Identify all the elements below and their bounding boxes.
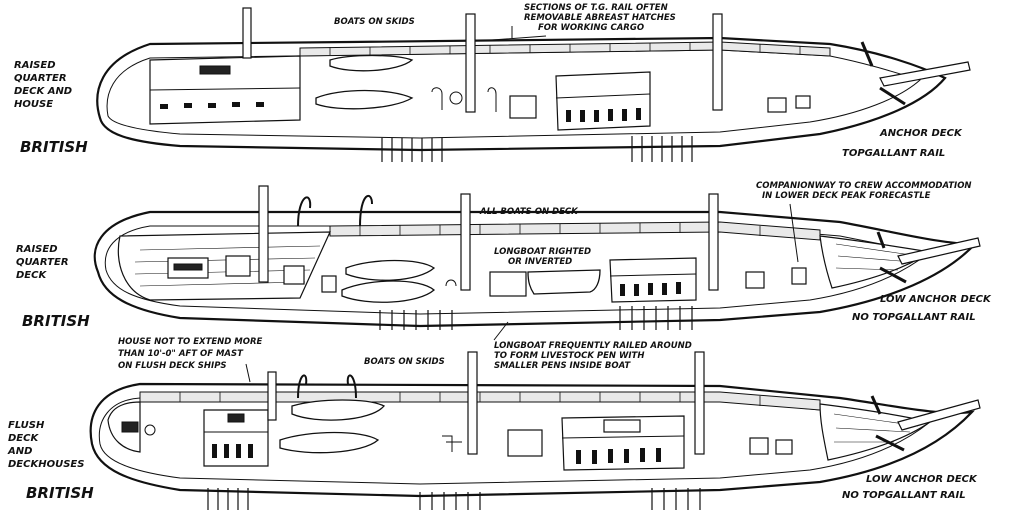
ship-1-hatch	[509, 95, 537, 119]
ship-1-chainplates	[381, 136, 693, 162]
ship-2-deckhouse	[609, 257, 697, 303]
ship-1-main-mast	[465, 13, 476, 113]
ship-1-pump	[431, 87, 443, 110]
ship-2-boat-2	[341, 280, 435, 303]
ship-1-boat-lower	[315, 89, 414, 110]
ship-2-anchor-deck	[819, 235, 932, 289]
ship-1-tg-rail-note: SECTIONS OF T.G. RAIL OFTEN REMOVABLE AB…	[524, 3, 679, 33]
ship-3-mizzen-mast	[267, 371, 277, 421]
ship-3-main-mast	[467, 351, 478, 455]
ship-2-fore-mast	[708, 193, 719, 291]
ship-2-hatch	[489, 271, 527, 297]
ship-3-bow-label: LOW ANCHOR DECK NO TOPGALLANT RAIL	[842, 474, 980, 501]
ship-3-bowsprit	[897, 399, 981, 431]
ship-2-bowsprit	[897, 237, 981, 265]
ship-2-bow-label: LOW ANCHOR DECK NO TOPGALLANT RAIL	[852, 294, 994, 323]
ship-2-quarter-hatch	[283, 265, 305, 285]
ship-2-deckhouse-windows	[620, 282, 681, 296]
ship-3-fore-mast	[694, 351, 705, 455]
ship-1-raised-quarter-deck-and-house: BRITISH RAISED QUARTER DECK AND HOUSE BO…	[14, 3, 971, 162]
ship-3-flush-deck-and-deckhouses: BRITISH FLUSH DECK AND DECKHOUSES BOATS …	[7, 337, 981, 510]
ship-3-house-note: HOUSE NOT TO EXTEND MORE THAN 10'-0" AFT…	[118, 337, 265, 371]
ship-2-main-mast	[460, 193, 471, 291]
ship-1-deck-label: RAISED QUARTER DECK AND HOUSE	[14, 60, 76, 110]
ship-2-deck-label: RAISED QUARTER DECK	[16, 244, 72, 281]
ship-2-mizzen-mast	[258, 185, 269, 283]
ship-3-boat-lower	[279, 431, 380, 454]
ship-3-rail-stanchions	[179, 392, 761, 406]
ship-2-chainplates	[379, 306, 693, 330]
ship-2-longboat-label: LONGBOAT RIGHTED OR INVERTED	[494, 247, 594, 267]
ship-1-house-windows	[160, 102, 264, 109]
ship-2-boat-1	[345, 259, 436, 281]
ship-1-type-label: BRITISH	[20, 138, 88, 156]
ship-2-livestock-note: LONGBOAT FREQUENTLY RAILED AROUND TO FOR…	[494, 341, 695, 371]
ship-3-boat-upper	[291, 399, 386, 421]
ship-3-chainplates	[207, 488, 701, 510]
ship-2-quarter-deck	[117, 231, 331, 301]
ship-1-fore-mast	[712, 13, 723, 111]
ship-1-bow-label: ANCHOR DECK TOPGALLANT RAIL	[842, 128, 965, 159]
ship-2-rail-stanchions	[359, 223, 761, 236]
ship-2-raised-quarter-deck: BRITISH RAISED QUARTER DECK ALL BOATS ON…	[16, 181, 994, 371]
ship-3-hatch	[507, 429, 543, 457]
ship-3-boats-label: BOATS ON SKIDS	[364, 357, 445, 367]
ship-1-rail-stanchions	[329, 43, 801, 55]
ship-3-after-deckhouse-windows	[212, 444, 253, 458]
ship-1-skylight	[199, 65, 231, 75]
ship-1-hull	[96, 36, 947, 152]
ship-1-boat-upper	[329, 54, 414, 72]
ship-1-capstan	[449, 91, 463, 105]
ship-3-deckhouse-windows	[576, 448, 661, 464]
ship-3-type-label: BRITISH	[26, 484, 94, 502]
ship-1-mizzen-mast	[242, 7, 252, 59]
ship-1-boats-label: BOATS ON SKIDS	[334, 17, 415, 27]
ship-2-longboat	[527, 269, 601, 295]
ship-2-type-label: BRITISH	[22, 312, 90, 330]
ship-1-deckhouse-windows	[566, 108, 641, 122]
ship-1-bowsprit	[879, 61, 971, 87]
ship-2-companionway-note: COMPANIONWAY TO CREW ACCOMMODATION IN LO…	[756, 181, 975, 201]
ship-2-boats-label: ALL BOATS ON DECK	[479, 207, 579, 217]
ship-3-deck-label: FLUSH DECK AND DECKHOUSES	[7, 420, 84, 470]
ship-1-fore-hatch	[767, 97, 787, 113]
